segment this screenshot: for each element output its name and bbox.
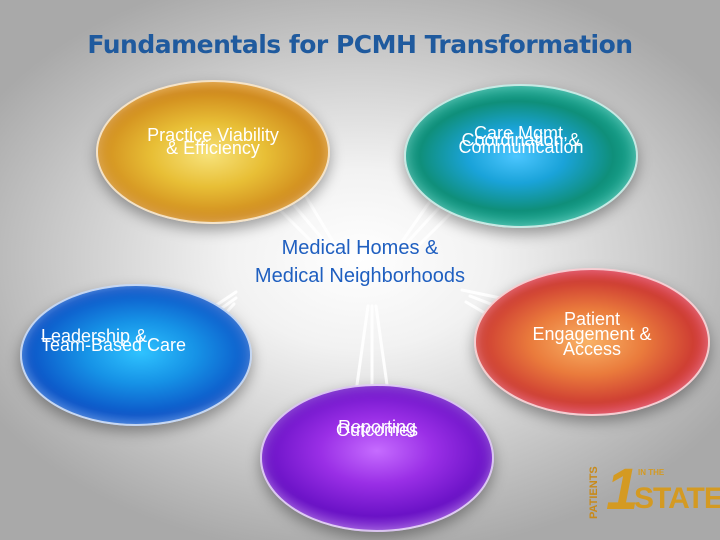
node-outcomes-line1: Outcomes (335, 420, 419, 440)
slide-title: Fundamentals for PCMH Transformation (87, 30, 633, 59)
center-label-line2: Medical Neighborhoods (254, 265, 466, 287)
center-label-line1: Medical Homes & (281, 237, 439, 259)
node-outcomes-reporting: Outcomes Reporting (260, 384, 494, 532)
connector-practice (300, 188, 340, 252)
node-care-line1: Care Mgmt, (473, 122, 569, 143)
logo-state-text: STATE (634, 482, 720, 515)
node-leadership-line2: Team-Based Care (41, 335, 187, 355)
connector-outcomes (354, 304, 370, 394)
node-practice-line2: & Efficiency (166, 138, 260, 158)
node-practice-line1: Practice Viability (147, 125, 279, 145)
node-practice-viability: Practice Viability & Efficiency (96, 80, 330, 224)
connector-outcomes (374, 304, 390, 394)
node-care-line2: Coordination & (461, 129, 581, 150)
center-label: Medical Homes & Medical Neighborhoods (190, 234, 530, 290)
connector-practice (286, 196, 332, 250)
logo-patients-text: PATIENTS (588, 466, 600, 520)
node-practice-label: Practice Viability & Efficiency (123, 125, 303, 160)
node-care-label: Care Mgmt, Coordination & Communication (431, 123, 611, 159)
node-outcomes-line2: Reporting (337, 417, 417, 437)
node-patient-label: Patient Engagement & Access (502, 309, 682, 361)
node-leadership: Leadership & Team-Based Care (20, 284, 252, 426)
node-patient-line1: Patient (563, 308, 621, 329)
node-patient-line3: Access (562, 338, 622, 359)
patients-in-the-1st-state-logo: PATIENTS 1 IN THE STATE (588, 458, 720, 526)
logo-in-the-text: IN THE (638, 468, 665, 477)
node-leadership-line1: Leadership & (41, 326, 148, 346)
node-care-line3: Communication (458, 136, 584, 157)
connector-practice (274, 204, 324, 254)
node-patient-line2: Engagement & (532, 323, 652, 344)
node-leadership-label: Leadership & Team-Based Care (31, 326, 251, 357)
logo-one-numeral: 1 (606, 457, 639, 522)
node-care-management: Care Mgmt, Coordination & Communication (404, 84, 638, 228)
node-patient-engagement: Patient Engagement & Access (474, 268, 710, 416)
